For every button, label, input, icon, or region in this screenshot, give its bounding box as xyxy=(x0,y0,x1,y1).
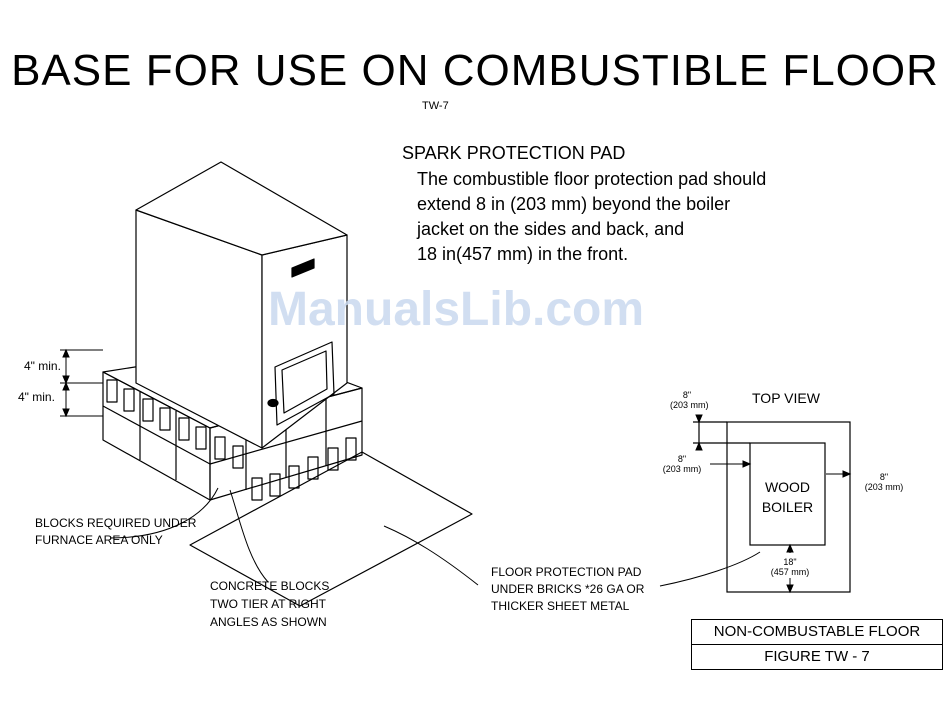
dim-back: 8" (203 mm) xyxy=(670,390,709,410)
figure-code: TW-7 xyxy=(422,100,449,112)
left-dimension xyxy=(60,348,103,418)
dim-label-lower: 4" min. xyxy=(18,390,55,404)
dim-right: 8" (203 mm) xyxy=(864,472,904,492)
spark-line: The combustible floor protection pad sho… xyxy=(417,169,767,189)
concrete-block-base xyxy=(102,347,363,501)
dim-label-upper: 4" min. xyxy=(24,359,61,373)
spark-heading: SPARK PROTECTION PAD xyxy=(402,143,626,163)
floor-protection-pad xyxy=(189,451,473,607)
boiler-door xyxy=(267,341,335,426)
boiler-label: WOOD BOILER xyxy=(761,479,814,515)
spark-line: extend 8 in (203 mm) beyond the boiler xyxy=(417,194,731,214)
figure-number: FIGURE TW - 7 xyxy=(691,644,943,670)
nameplate xyxy=(291,258,315,278)
dim-left: 8" (203 mm) xyxy=(662,454,702,474)
spark-line: jacket on the sides and back, and xyxy=(417,219,685,239)
page-title: BASE FOR USE ON COMBUSTIBLE FLOOR xyxy=(11,46,939,95)
leader-lines xyxy=(109,487,761,587)
spark-line: 18 in(457 mm) in the front. xyxy=(417,244,629,264)
top-view-arrows xyxy=(695,414,852,594)
watermark: ManualsLib.com xyxy=(268,283,645,336)
boiler-outline xyxy=(749,442,826,546)
top-view-title: TOP VIEW xyxy=(752,390,820,406)
figure-caption: NON-COMBUSTABLE FLOOR xyxy=(691,619,943,645)
protection-pad-outline xyxy=(726,421,851,593)
dim-front: 18" (457 mm) xyxy=(770,557,810,577)
